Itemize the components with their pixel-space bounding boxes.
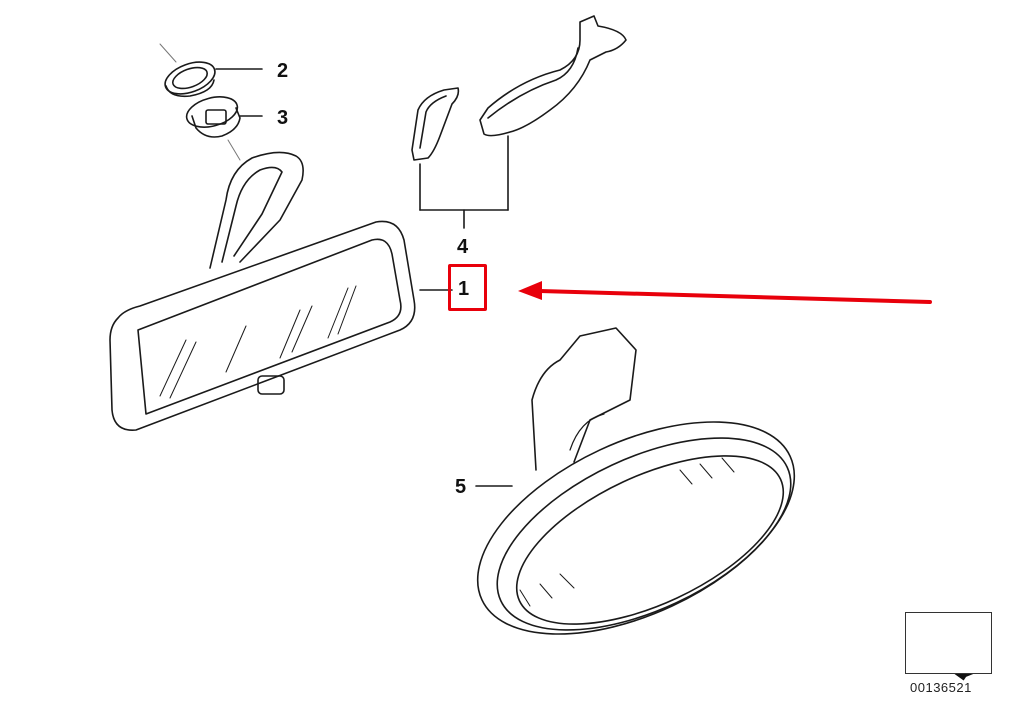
red-arrow xyxy=(518,281,932,304)
catalog-number: 00136521 xyxy=(910,680,972,695)
catalog-icon-box xyxy=(905,612,992,674)
part-label-1: 1 xyxy=(458,278,470,300)
part-label-4: 4 xyxy=(457,236,469,258)
part-label-5: 5 xyxy=(455,476,467,498)
part-label-3: 3 xyxy=(277,107,289,129)
part-2-ring xyxy=(159,43,263,98)
part-4-trims xyxy=(411,15,627,229)
part-3-base xyxy=(185,96,263,161)
part-5-oval-mirror xyxy=(475,327,796,635)
part-label-2: 2 xyxy=(277,60,289,82)
part-1-highlight-box xyxy=(448,264,487,311)
part-1-mirror xyxy=(109,151,453,431)
